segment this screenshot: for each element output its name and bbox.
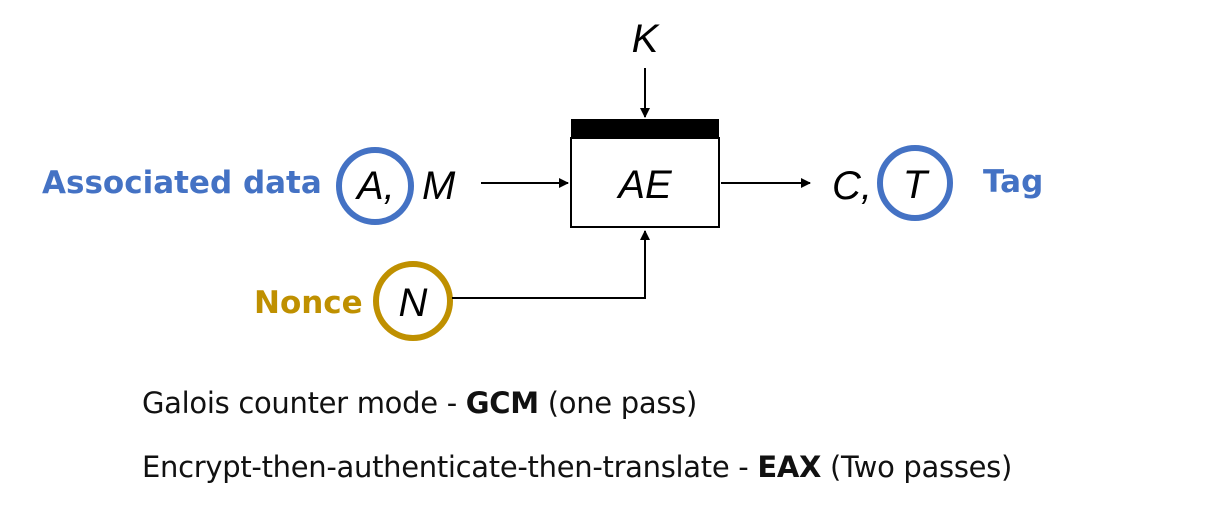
input-a: A, — [355, 164, 395, 208]
associated-data-circle — [336, 147, 414, 225]
output-t: T — [903, 163, 930, 207]
tag-circle — [877, 145, 953, 221]
nonce-label: Nonce — [254, 285, 363, 321]
caption-eax-bold: EAX — [757, 450, 822, 484]
caption-eax-suffix: (Two passes) — [821, 450, 1012, 484]
caption-gcm: Galois counter mode - GCM (one pass) — [142, 386, 697, 420]
output-c: C, — [832, 164, 872, 208]
caption-gcm-prefix: Galois counter mode - — [142, 386, 466, 420]
input-m: M — [422, 164, 456, 208]
key-label: K — [632, 17, 661, 61]
ae-box — [570, 137, 720, 228]
associated-data-label: Associated data — [42, 165, 322, 201]
nonce-arrow — [452, 230, 650, 299]
authenticated-encryption-diagram: K AE Associated data A, M C, T Tag Nonce… — [42, 17, 1043, 341]
tag-label: Tag — [983, 164, 1043, 200]
nonce-circle — [373, 261, 453, 341]
nonce-symbol: N — [399, 281, 428, 325]
caption-eax-prefix: Encrypt-then-authenticate-then-translate… — [142, 450, 758, 484]
ae-box-label: AE — [616, 163, 673, 207]
caption-gcm-suffix: (one pass) — [538, 386, 698, 420]
ae-box-key-bar — [571, 119, 719, 139]
caption-eax: Encrypt-then-authenticate-then-translate… — [142, 450, 1012, 484]
caption-gcm-bold: GCM — [465, 386, 539, 420]
